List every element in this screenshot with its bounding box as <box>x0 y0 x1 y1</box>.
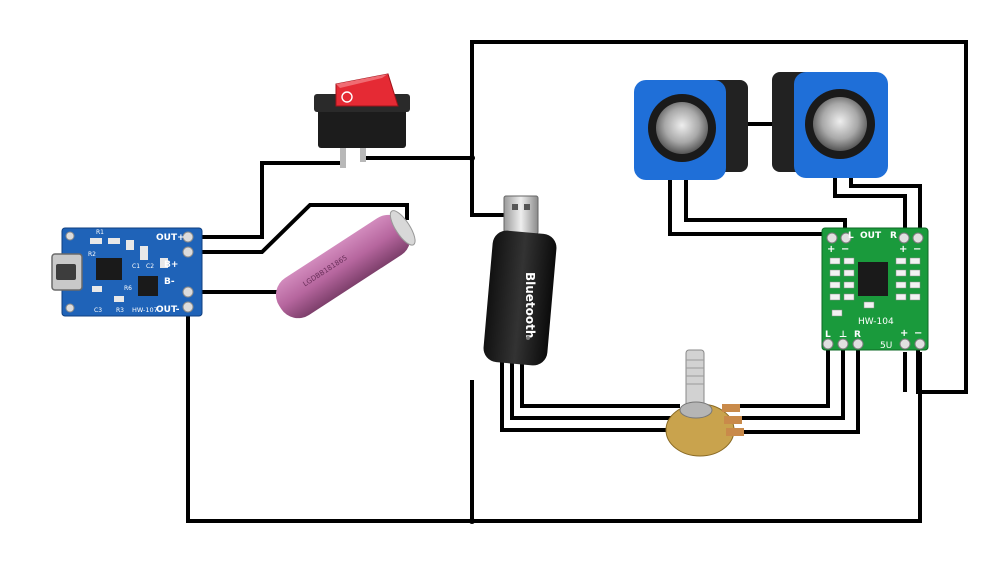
amp-label-r-top: R <box>890 231 897 241</box>
pad-out-plus[interactable] <box>182 231 194 243</box>
switch-terminal-left <box>340 148 346 168</box>
mount-hole <box>65 231 75 241</box>
speaker-left-cone <box>656 102 708 154</box>
amp-pad-in-r[interactable] <box>852 338 864 350</box>
power-symbol-icon <box>341 91 353 103</box>
pin-label-b-minus: B- <box>164 277 175 287</box>
wire-right-speaker-b <box>849 178 922 234</box>
pin-label-b-plus: B+ <box>164 260 178 270</box>
rocker-switch[interactable] <box>314 73 410 168</box>
amp-label-plus-left: + <box>827 244 835 255</box>
amp-label-minus-power: − <box>914 328 922 339</box>
wire-bt-audio-3 <box>520 362 680 408</box>
usb-plug-hole <box>524 204 530 210</box>
speaker-right <box>772 72 888 178</box>
part-label-c3: C3 <box>94 307 102 314</box>
wire-pot-to-amp-2 <box>728 348 845 420</box>
smd-part <box>140 246 148 260</box>
amp-pad-r-plus[interactable] <box>912 232 924 244</box>
pot-nut <box>679 401 713 419</box>
part-label-c2: C2 <box>146 263 154 270</box>
wire-bt-audio-1 <box>500 362 675 432</box>
bluetooth-receiver: Bluetooth <box>483 195 557 366</box>
wire-switch-to-usb <box>362 156 506 217</box>
wire-switch-to-outplus <box>188 161 342 239</box>
amplifier-module: L OUT R + − + − HW-104 L ⊥ R + − 5U <box>821 227 929 351</box>
amp-pad-5v-minus[interactable] <box>914 338 926 350</box>
smd-part <box>160 258 168 268</box>
amp-label-minus-left: − <box>841 244 849 255</box>
amp-label-l-top: L <box>848 231 854 241</box>
wire-battery-positive <box>188 203 409 254</box>
mount-hole <box>65 303 75 313</box>
amp-chip <box>858 262 888 296</box>
potentiometer[interactable] <box>665 349 744 457</box>
amp-label-plus-right: + <box>899 244 907 255</box>
battery-cap <box>389 210 416 246</box>
amp-pad-l-plus[interactable] <box>826 232 838 244</box>
part-label-r1: R1 <box>96 229 104 236</box>
bt-led <box>526 336 530 340</box>
wire-pot-to-amp-3 <box>730 348 860 434</box>
speaker-left <box>634 80 748 180</box>
amp-label-plus-power: + <box>900 328 908 339</box>
pot-lug <box>722 404 740 412</box>
smd-part <box>126 240 134 250</box>
pad-out-minus[interactable] <box>182 301 194 313</box>
wire-bt-audio-2 <box>510 362 675 420</box>
amp-power-label: 5U <box>880 341 892 351</box>
amp-pad-l-minus[interactable] <box>840 232 852 244</box>
part-label-r2: R2 <box>88 251 96 258</box>
wire-right-speaker-a <box>833 178 907 234</box>
amp-label-l-bottom: L <box>825 330 831 340</box>
wire-ground-bus <box>186 307 922 523</box>
amp-pad-r-minus[interactable] <box>898 232 910 244</box>
amp-label-minus-right: − <box>913 244 921 255</box>
wire-junction <box>469 155 475 161</box>
switch-rocker-face <box>336 74 388 88</box>
charger-chip <box>96 258 122 280</box>
micro-usb-slot <box>56 264 76 280</box>
amp-pad-in-gnd[interactable] <box>837 338 849 350</box>
wire-left-speaker-b <box>684 178 847 234</box>
amp-label-ground: ⊥ <box>839 330 847 340</box>
pad-b-plus[interactable] <box>182 246 194 258</box>
pot-lug <box>726 428 744 436</box>
part-label-r3: R3 <box>116 307 124 314</box>
amp-model-label: HW-104 <box>858 317 894 327</box>
amp-pad-5v-plus[interactable] <box>899 338 911 350</box>
pot-lug <box>724 416 742 424</box>
usb-plug-hole <box>512 204 518 210</box>
amp-pad-in-l[interactable] <box>822 338 834 350</box>
pin-label-out-plus: OUT+ <box>156 233 185 243</box>
amp-label-out: OUT <box>860 231 882 241</box>
pot-shaft[interactable] <box>685 349 705 411</box>
battery-body <box>275 214 411 319</box>
part-label-c1: C1 <box>132 263 140 270</box>
amp-label-r-bottom: R <box>854 330 861 340</box>
wires <box>186 40 968 523</box>
smd-part <box>92 286 102 292</box>
speaker-right-cone <box>813 97 867 151</box>
wire-left-speaker-a <box>668 178 838 236</box>
smd-part <box>108 238 120 244</box>
wire-pot-to-amp-1 <box>725 348 830 408</box>
switch-terminal-right <box>360 148 366 162</box>
part-label-r6: R6 <box>124 285 132 292</box>
wire-junction <box>469 518 475 524</box>
bt-label: Bluetooth <box>523 272 537 338</box>
charger-module: OUT+ B+ B- OUT- HW-107 R1 R2 R3 R6 C1 C2… <box>51 227 203 317</box>
protect-chip <box>138 276 158 296</box>
smd-part <box>90 238 102 244</box>
charger-model-label: HW-107 <box>132 306 158 314</box>
bt-body <box>483 230 557 366</box>
pad-b-minus[interactable] <box>182 286 194 298</box>
pin-label-out-minus: OUT- <box>156 305 180 315</box>
usb-plug <box>503 195 539 235</box>
smd-part <box>114 296 124 302</box>
